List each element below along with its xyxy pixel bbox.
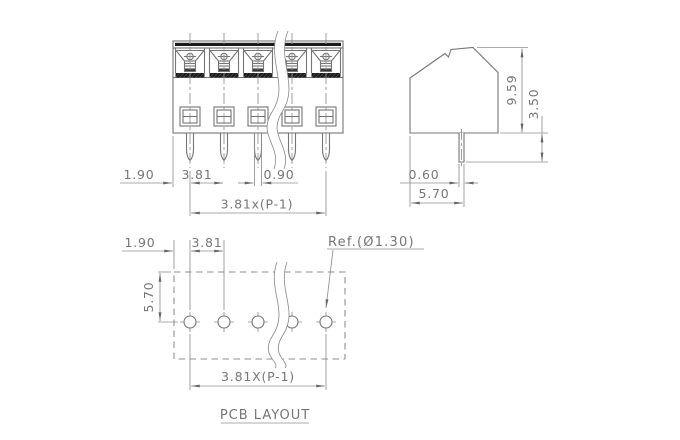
front-dim-span: 3.81x(P-1): [221, 197, 294, 212]
pcb-caption: PCB LAYOUT: [220, 408, 310, 424]
pcb-layout-view: 1.90 3.81 5.70 3.81X(P-1) Ref.(Ø1.30) PC…: [122, 235, 424, 424]
pcb-dim-hole-span: 3.81X(P-1): [221, 369, 295, 384]
side-dim-pin-length: 3.50: [526, 88, 541, 119]
front-break-lines: [266, 30, 290, 170]
pcb-dim-edge-to-hole: 1.90: [124, 235, 155, 250]
front-dim-edge-to-center: 1.90: [123, 167, 154, 182]
side-dim-height: 9.59: [504, 74, 519, 105]
pcb-dimensions: 1.90 3.81 5.70 3.81X(P-1) Ref.(Ø1.30): [122, 235, 424, 390]
side-dimensions: 9.59 3.50 0.60 5.70: [400, 47, 548, 207]
pcb-break-lines: [267, 261, 290, 369]
pcb-dim-edge-to-row: 5.70: [141, 281, 156, 312]
pcb-dim-hole-pitch: 3.81: [191, 235, 222, 250]
pcb-layout-title: PCB LAYOUT: [220, 408, 310, 423]
front-dim-pitch: 3.81: [181, 167, 212, 182]
front-dim-pin-width: 0.90: [263, 167, 294, 182]
side-pin: [458, 133, 465, 163]
side-view: 9.59 3.50 0.60 5.70: [400, 46, 548, 207]
side-body-outline: [409, 46, 499, 134]
side-dim-pin-thickness: 0.60: [408, 167, 439, 182]
front-view: 1.90 3.81 0.90 3.81x(P-1): [120, 30, 344, 216]
front-dimensions: 1.90 3.81 0.90 3.81x(P-1): [120, 133, 327, 216]
pcb-board-outline: [173, 271, 346, 360]
pcb-hole-ref-label: Ref.(Ø1.30): [328, 235, 415, 250]
side-dim-depth: 5.70: [418, 186, 449, 201]
front-centerlines: [189, 33, 327, 168]
